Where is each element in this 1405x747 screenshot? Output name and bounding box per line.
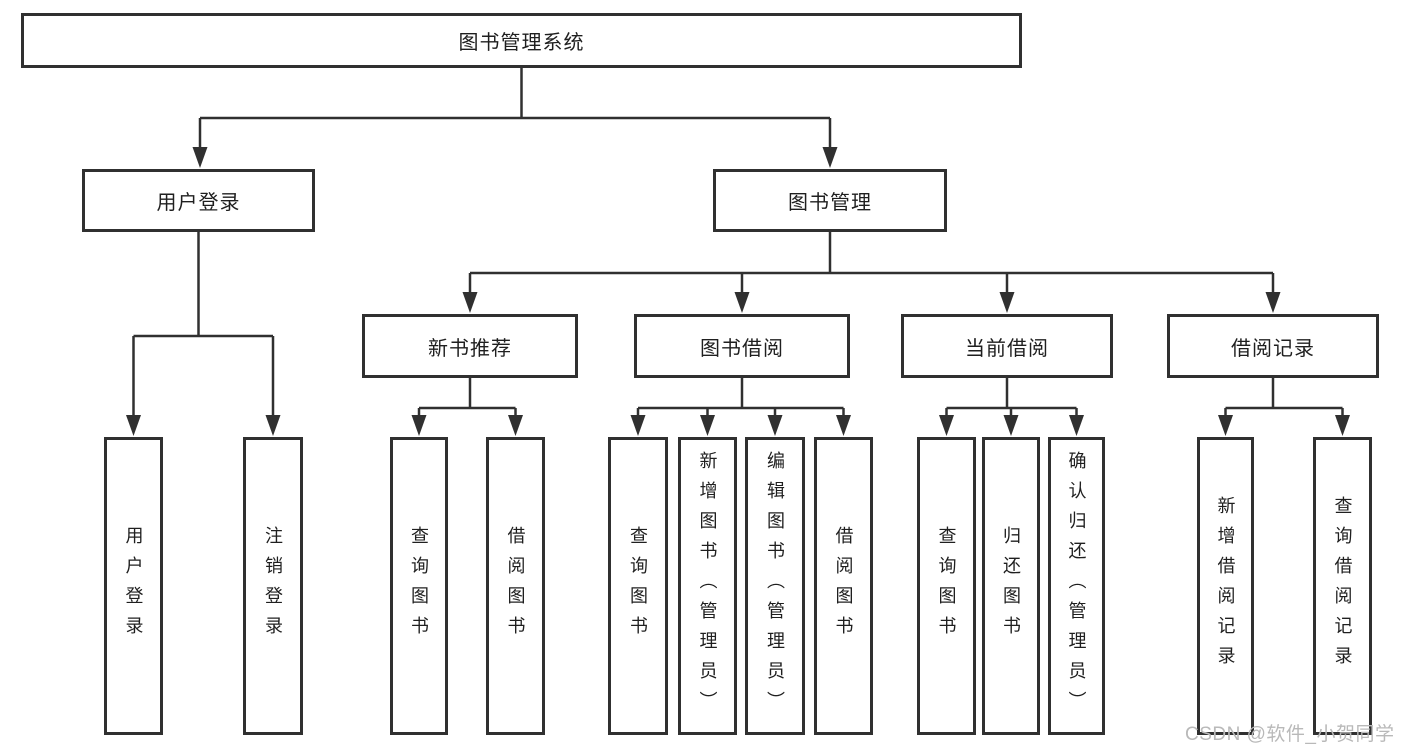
node-label: 查询借阅记录 xyxy=(1332,496,1353,676)
node-label: 查询图书 xyxy=(409,526,429,646)
node-leaf-logout: 注销登录 xyxy=(243,437,303,735)
node-leaf-query-books-2: 查询图书 xyxy=(608,437,668,735)
node-label: 用户登录 xyxy=(156,192,241,214)
node-label: 图书管理系统 xyxy=(458,32,585,54)
node-user-login: 用户登录 xyxy=(82,169,315,232)
node-label: 借阅图书 xyxy=(505,526,526,646)
node-leaf-borrow-books-1: 借阅图书 xyxy=(486,437,545,735)
node-book-borrow: 图书借阅 xyxy=(634,314,850,378)
node-current-borrow: 当前借阅 xyxy=(901,314,1113,378)
node-label: 用户登录 xyxy=(123,526,144,646)
node-leaf-user-login: 用户登录 xyxy=(104,437,163,735)
node-new-book-recommend: 新书推荐 xyxy=(362,314,578,378)
node-leaf-query-borrow-record: 查询借阅记录 xyxy=(1313,437,1372,735)
node-label: 确认归还（管理员） xyxy=(1066,451,1087,721)
node-label: 借阅图书 xyxy=(833,526,854,646)
node-leaf-edit-books-admin: 编辑图书（管理员） xyxy=(745,437,805,735)
node-label: 图书借阅 xyxy=(700,337,784,360)
node-label: 新增借阅记录 xyxy=(1215,496,1236,676)
node-label: 查询图书 xyxy=(628,526,648,646)
node-book-management: 图书管理 xyxy=(713,169,947,232)
node-label: 归还图书 xyxy=(1001,526,1021,646)
node-label: 查询图书 xyxy=(936,526,957,646)
node-library-management-system: 图书管理系统 xyxy=(21,13,1022,68)
csdn-watermark: CSDN @软件_小贺同学 xyxy=(1185,724,1395,745)
node-borrow-records: 借阅记录 xyxy=(1167,314,1379,378)
node-leaf-return-books: 归还图书 xyxy=(982,437,1040,735)
node-leaf-add-borrow-record: 新增借阅记录 xyxy=(1197,437,1254,735)
node-leaf-borrow-books-2: 借阅图书 xyxy=(814,437,873,735)
node-label: 借阅记录 xyxy=(1231,337,1315,360)
node-label: 新书推荐 xyxy=(428,337,512,360)
node-leaf-query-books-3: 查询图书 xyxy=(917,437,976,735)
node-leaf-add-books-admin: 新增图书（管理员） xyxy=(678,437,737,735)
node-label: 新增图书（管理员） xyxy=(697,451,718,721)
node-label: 图书管理 xyxy=(788,192,872,214)
node-label: 当前借阅 xyxy=(965,337,1049,360)
node-label: 编辑图书（管理员） xyxy=(765,451,785,721)
node-leaf-query-books-1: 查询图书 xyxy=(390,437,448,735)
node-leaf-confirm-return-admin: 确认归还（管理员） xyxy=(1048,437,1105,735)
node-label: 注销登录 xyxy=(263,526,283,646)
